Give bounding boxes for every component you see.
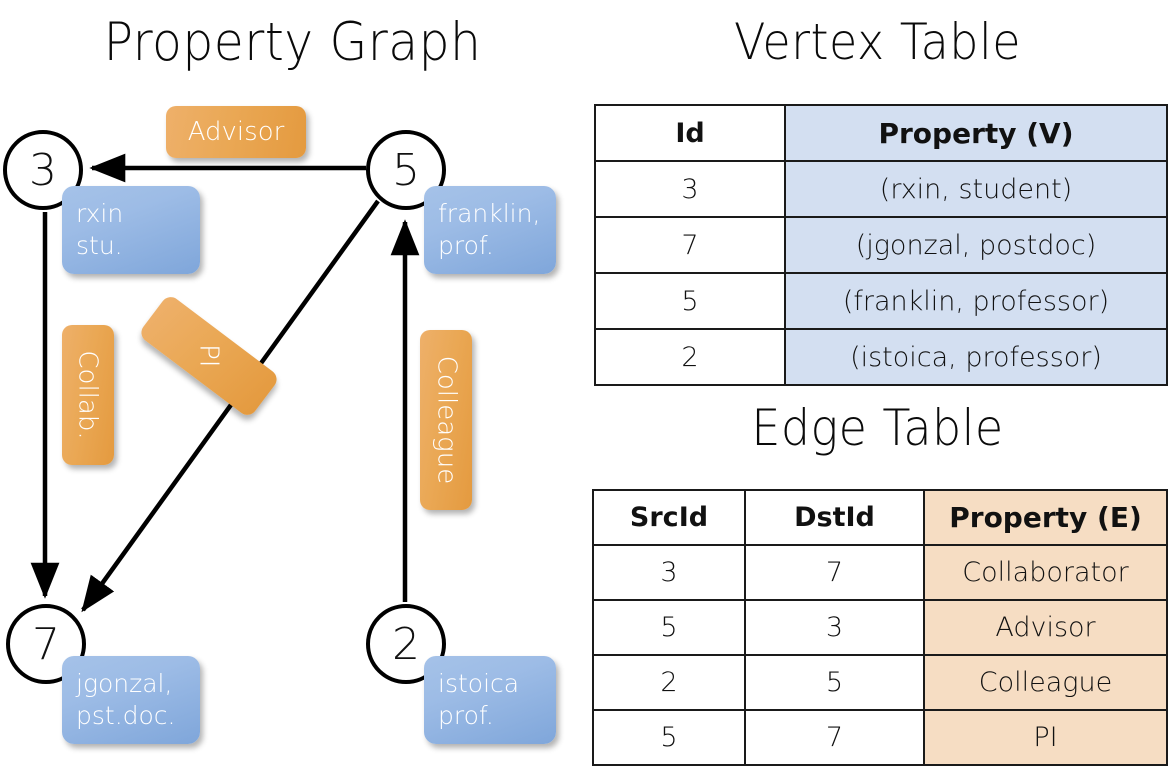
table-row: 5 (franklin, professor) <box>594 272 1168 330</box>
table-row: 7 (jgonzal, postdoc) <box>594 216 1168 274</box>
graph-node-5[interactable]: 5 <box>366 130 446 210</box>
table-row: 3 (rxin, student) <box>594 160 1168 218</box>
edge-table-cell-dstid: 7 <box>744 544 925 601</box>
edge-table-cell-property: Colleague <box>923 654 1168 711</box>
edge-table-cell-srcid: 5 <box>592 709 746 766</box>
edge-table: SrcId DstId Property (E) 3 7 Collaborato… <box>592 489 1168 766</box>
graph-node-2[interactable]: 2 <box>366 604 446 684</box>
graph-node-7-property-box: jgonzal, pst.doc. <box>62 656 200 744</box>
graph-node-3-label: 3 <box>29 144 57 196</box>
table-row: 5 3 Advisor <box>592 599 1168 656</box>
table-row: 2 (istoica, professor) <box>594 328 1168 386</box>
vertex-table-cell-id: 3 <box>594 160 786 218</box>
graph-edge-label-collab-text: Collab. <box>73 350 103 440</box>
vertex-table-header-property: Property (V) <box>784 104 1168 162</box>
edge-table-header-property: Property (E) <box>923 489 1168 546</box>
graph-edge-label-collab: Collab. <box>62 325 114 465</box>
vertex-table-header-id: Id <box>594 104 786 162</box>
edge-table-header-srcid: SrcId <box>592 489 746 546</box>
page-title-vertex-table: Vertex Table <box>734 13 1021 71</box>
vertex-table-cell-property: (rxin, student) <box>784 160 1168 218</box>
graph-node-7-label: 7 <box>32 618 60 670</box>
graph-edge-label-advisor-text: Advisor <box>187 117 285 147</box>
edge-table-cell-dstid: 3 <box>744 599 925 656</box>
vertex-table-cell-id: 2 <box>594 328 786 386</box>
property-graph-diagram: 3 5 7 2 rxin stu. franklin, prof. jgonza… <box>0 0 585 760</box>
vertex-table: Id Property (V) 3 (rxin, student) 7 (jgo… <box>594 104 1168 386</box>
table-row: 5 7 PI <box>592 709 1168 766</box>
graph-node-5-label: 5 <box>392 144 420 196</box>
edge-table-cell-srcid: 5 <box>592 599 746 656</box>
edge-table-header-dstid: DstId <box>744 489 925 546</box>
table-row: 3 7 Collaborator <box>592 544 1168 601</box>
page-title-edge-table: Edge Table <box>751 399 1004 457</box>
vertex-table-cell-property: (franklin, professor) <box>784 272 1168 330</box>
edge-table-cell-property: Collaborator <box>923 544 1168 601</box>
vertex-table-cell-id: 5 <box>594 272 786 330</box>
edge-table-cell-dstid: 7 <box>744 709 925 766</box>
vertex-table-header-row: Id Property (V) <box>594 104 1168 162</box>
edge-table-cell-srcid: 2 <box>592 654 746 711</box>
graph-edge-label-colleague: Colleague <box>420 330 472 510</box>
edge-table-cell-property: Advisor <box>923 599 1168 656</box>
graph-edge-label-colleague-text: Colleague <box>431 355 462 485</box>
vertex-table-cell-property: (jgonzal, postdoc) <box>784 216 1168 274</box>
edge-table-cell-property: PI <box>923 709 1168 766</box>
vertex-table-cell-property: (istoica, professor) <box>784 328 1168 386</box>
edge-table-cell-dstid: 5 <box>744 654 925 711</box>
table-row: 2 5 Colleague <box>592 654 1168 711</box>
graph-node-2-property-box: istoica prof. <box>424 656 556 744</box>
edge-table-cell-srcid: 3 <box>592 544 746 601</box>
edge-table-header-row: SrcId DstId Property (E) <box>592 489 1168 546</box>
graph-node-2-label: 2 <box>392 618 420 670</box>
graph-node-5-property-box: franklin, prof. <box>424 186 556 274</box>
vertex-table-cell-id: 7 <box>594 216 786 274</box>
graph-node-3-property-box: rxin stu. <box>62 186 200 274</box>
graph-edge-label-advisor: Advisor <box>166 106 306 158</box>
page-title-property-graph: Property Graph <box>103 12 482 73</box>
graph-edge-label-pi-text: PI <box>193 344 224 368</box>
